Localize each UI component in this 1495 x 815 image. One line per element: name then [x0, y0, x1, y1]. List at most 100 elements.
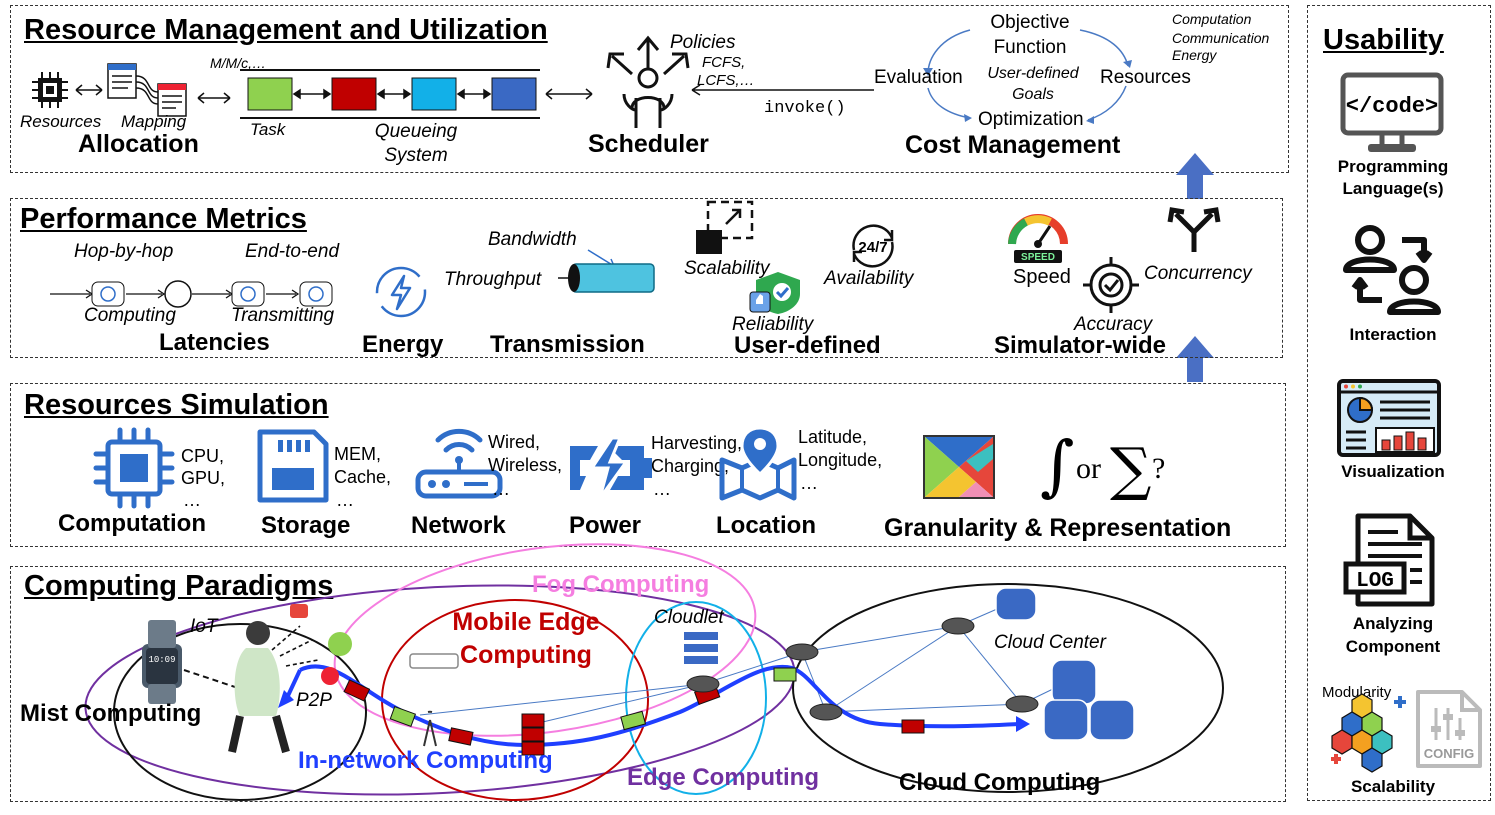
latencies-label: Latencies	[159, 329, 270, 356]
modularity-label: Modularity	[1322, 684, 1392, 701]
cost-management-label: Cost Management	[905, 131, 1121, 159]
config-file-icon: CONFIG	[1416, 690, 1482, 768]
policies-label: Policies	[670, 32, 736, 53]
mapping-icon	[107, 63, 187, 117]
resources-label: Resources	[20, 112, 102, 131]
longitude-label: Longitude,	[798, 450, 883, 470]
energy-cost-label: Energy	[1172, 47, 1217, 63]
queueing-system-label: Queueing System	[374, 121, 458, 166]
mist-ellipse	[113, 623, 367, 801]
cloud-computing-label: Cloud Computing	[899, 769, 1101, 796]
fcfs-label: FCFS,	[702, 54, 746, 71]
mapping-label: Mapping	[121, 112, 187, 131]
task-cyan	[411, 77, 457, 111]
up-arrow-icon	[1176, 336, 1214, 382]
watch-time: 10:09	[148, 655, 176, 665]
resource-management-panel	[10, 5, 1289, 173]
visualization-label: Visualization	[1341, 462, 1445, 481]
double-arrow-icon	[197, 92, 231, 104]
modularity-icon	[1331, 693, 1406, 773]
charging-label: Charging,	[651, 456, 730, 476]
svg-text:SPEED: SPEED	[1021, 252, 1055, 263]
lcfs-label: LCFS,…	[697, 72, 755, 89]
computation-label: Computation	[58, 510, 206, 537]
question-mark: ?	[1152, 452, 1166, 485]
resources-cm-label: Resources	[1100, 67, 1191, 88]
svg-text:24/7: 24/7	[858, 239, 887, 256]
iot-label: IoT	[190, 616, 218, 637]
fog-computing-label: Fog Computing	[532, 571, 710, 598]
cloud-ellipse	[792, 583, 1224, 793]
double-arrow-icon	[75, 84, 103, 96]
invoke-label: invoke()	[764, 99, 846, 118]
transmitting-label: Transmitting	[231, 305, 335, 326]
cloudlet-ellipse	[625, 601, 767, 795]
cpu-ellipsis: …	[183, 490, 201, 510]
computation-cost-label: Computation	[1172, 11, 1252, 27]
resource-management-title: Resource Management and Utilization	[24, 14, 548, 46]
code-monitor-icon: </code>	[1340, 72, 1444, 152]
mec-label: Mobile Edge Computing	[452, 608, 600, 669]
sum-symbol: ∑	[1110, 435, 1152, 503]
concurrency-label: Concurrency	[1144, 263, 1252, 284]
computing-paradigms-panel	[10, 566, 1286, 802]
scheduler-icon	[606, 35, 690, 128]
location-ellipsis: …	[800, 473, 818, 493]
network-label: Network	[411, 512, 506, 539]
mem-ellipsis: …	[336, 490, 354, 510]
wired-label: Wired,	[488, 432, 541, 452]
gpu-label: GPU,	[181, 468, 226, 488]
accuracy-label: Accuracy	[1074, 314, 1153, 335]
up-arrow-icon	[1176, 153, 1214, 199]
or-label: or	[1076, 452, 1101, 485]
chip-icon	[32, 72, 68, 108]
mist-computing-label: Mist Computing	[20, 700, 202, 727]
performance-metrics-panel	[10, 198, 1283, 358]
performance-metrics-title: Performance Metrics	[20, 203, 307, 235]
edge-computing-label: Edge Computing	[627, 764, 819, 791]
energy-icon	[375, 266, 427, 318]
double-arrow-icon	[545, 88, 593, 100]
cloud-center-label: Cloud Center	[994, 632, 1106, 653]
granularity-label: Granularity & Representation	[884, 514, 1232, 542]
transmission-label: Transmission	[490, 331, 645, 358]
cpu-label: CPU,	[181, 446, 225, 466]
speed-icon: SPEED	[1008, 214, 1068, 263]
network-ellipsis: …	[492, 479, 510, 499]
interaction-icon	[1343, 225, 1441, 315]
simulator-wide-label: Simulator-wide	[994, 332, 1167, 359]
storage-icon	[257, 429, 329, 503]
allocation-label: Allocation	[78, 130, 199, 158]
mem-label: MEM,	[334, 444, 381, 464]
log-file-icon: LOG	[1343, 513, 1435, 607]
reliability-label: Reliability	[732, 314, 814, 335]
user-defined-label: User-defined	[734, 332, 881, 359]
optimization-label: Optimization	[978, 109, 1084, 130]
p2p-label: P2P	[296, 690, 332, 711]
cache-label: Cache,	[334, 467, 392, 487]
scalability-label: Scalability	[684, 258, 770, 279]
computing-paradigms-title: Computing Paradigms	[24, 570, 334, 602]
visualization-icon	[1337, 379, 1441, 457]
integral-symbol: ∫	[1040, 427, 1075, 504]
interaction-label: Interaction	[1349, 325, 1437, 344]
location-label: Location	[716, 512, 816, 539]
concurrency-icon	[1167, 207, 1221, 252]
latency-chain-diagram	[50, 280, 333, 308]
cloudlet-label: Cloudlet	[654, 607, 724, 628]
latitude-label: Latitude,	[798, 427, 868, 447]
user-defined-goals-label: User-defined Goals	[987, 65, 1079, 103]
in-network-computing-label: In-network Computing	[298, 747, 553, 774]
battery-charge-icon	[570, 436, 652, 499]
energy-label: Energy	[362, 331, 444, 358]
resources-simulation-title: Resources Simulation	[24, 389, 329, 421]
target-icon	[1083, 257, 1139, 313]
hop-by-hop-label: Hop-by-hop	[74, 241, 174, 262]
task-green	[247, 77, 293, 111]
map-pin-icon	[719, 426, 797, 501]
reliability-icon	[749, 272, 800, 314]
scheduler-label: Scheduler	[588, 130, 709, 158]
queueing-system-diagram	[240, 69, 540, 119]
svg-text:LOG: LOG	[1356, 570, 1394, 593]
bandwidth-label: Bandwidth	[488, 229, 577, 250]
